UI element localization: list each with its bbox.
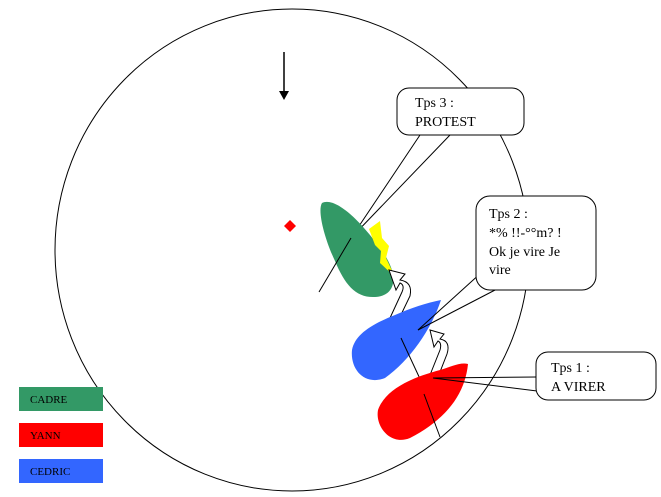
callout-tps3: Tps 3 : PROTEST xyxy=(396,87,525,136)
callout-tps2-line-1: Tps 2 : xyxy=(489,207,528,222)
callout-tps2-line-2: *% !!-°°m? ! xyxy=(489,226,562,241)
wind-arrow-icon xyxy=(279,52,289,100)
callout-pointer-tps1 xyxy=(432,376,538,392)
boat-cedric xyxy=(351,300,441,381)
mark-icon xyxy=(284,220,296,232)
legend: CADRE YANN CEDRIC xyxy=(19,387,103,483)
legend-item-cedric: CEDRIC xyxy=(19,459,103,483)
legend-label: CEDRIC xyxy=(30,466,70,478)
boat-cadre-boom xyxy=(318,237,352,293)
callout-tps2-line-4: vire xyxy=(489,263,511,278)
callout-tps3-line-2: PROTEST xyxy=(415,115,476,130)
legend-item-yann: YANN xyxy=(19,423,103,447)
legend-label: YANN xyxy=(30,430,61,442)
callout-tps2-line-3: Ok je vire Je xyxy=(489,245,560,260)
tack-arrow-icon xyxy=(429,329,449,378)
boat-yann-boom xyxy=(423,393,441,438)
collision-icon xyxy=(369,221,395,277)
tack-arrow-icon xyxy=(388,269,411,322)
callout-tps2: Tps 2 : *% !!-°°m? ! Ok je vire Je vire xyxy=(475,195,597,291)
callout-tps1-line-1: Tps 1 : xyxy=(551,361,590,376)
boat-cadre xyxy=(320,201,394,298)
boat-cedric-boom xyxy=(400,337,422,382)
boat-yann xyxy=(377,363,468,440)
callout-tps1: Tps 1 : A VIRER xyxy=(535,351,657,401)
legend-label: CADRE xyxy=(30,394,68,406)
callout-pointer-tps3 xyxy=(350,134,451,239)
callout-tps3-line-1: Tps 3 : xyxy=(415,96,454,111)
zone-circle xyxy=(54,8,530,492)
callout-pointer-tps2 xyxy=(417,271,498,331)
callout-tps1-line-2: A VIRER xyxy=(551,380,606,395)
legend-item-cadre: CADRE xyxy=(19,387,103,411)
